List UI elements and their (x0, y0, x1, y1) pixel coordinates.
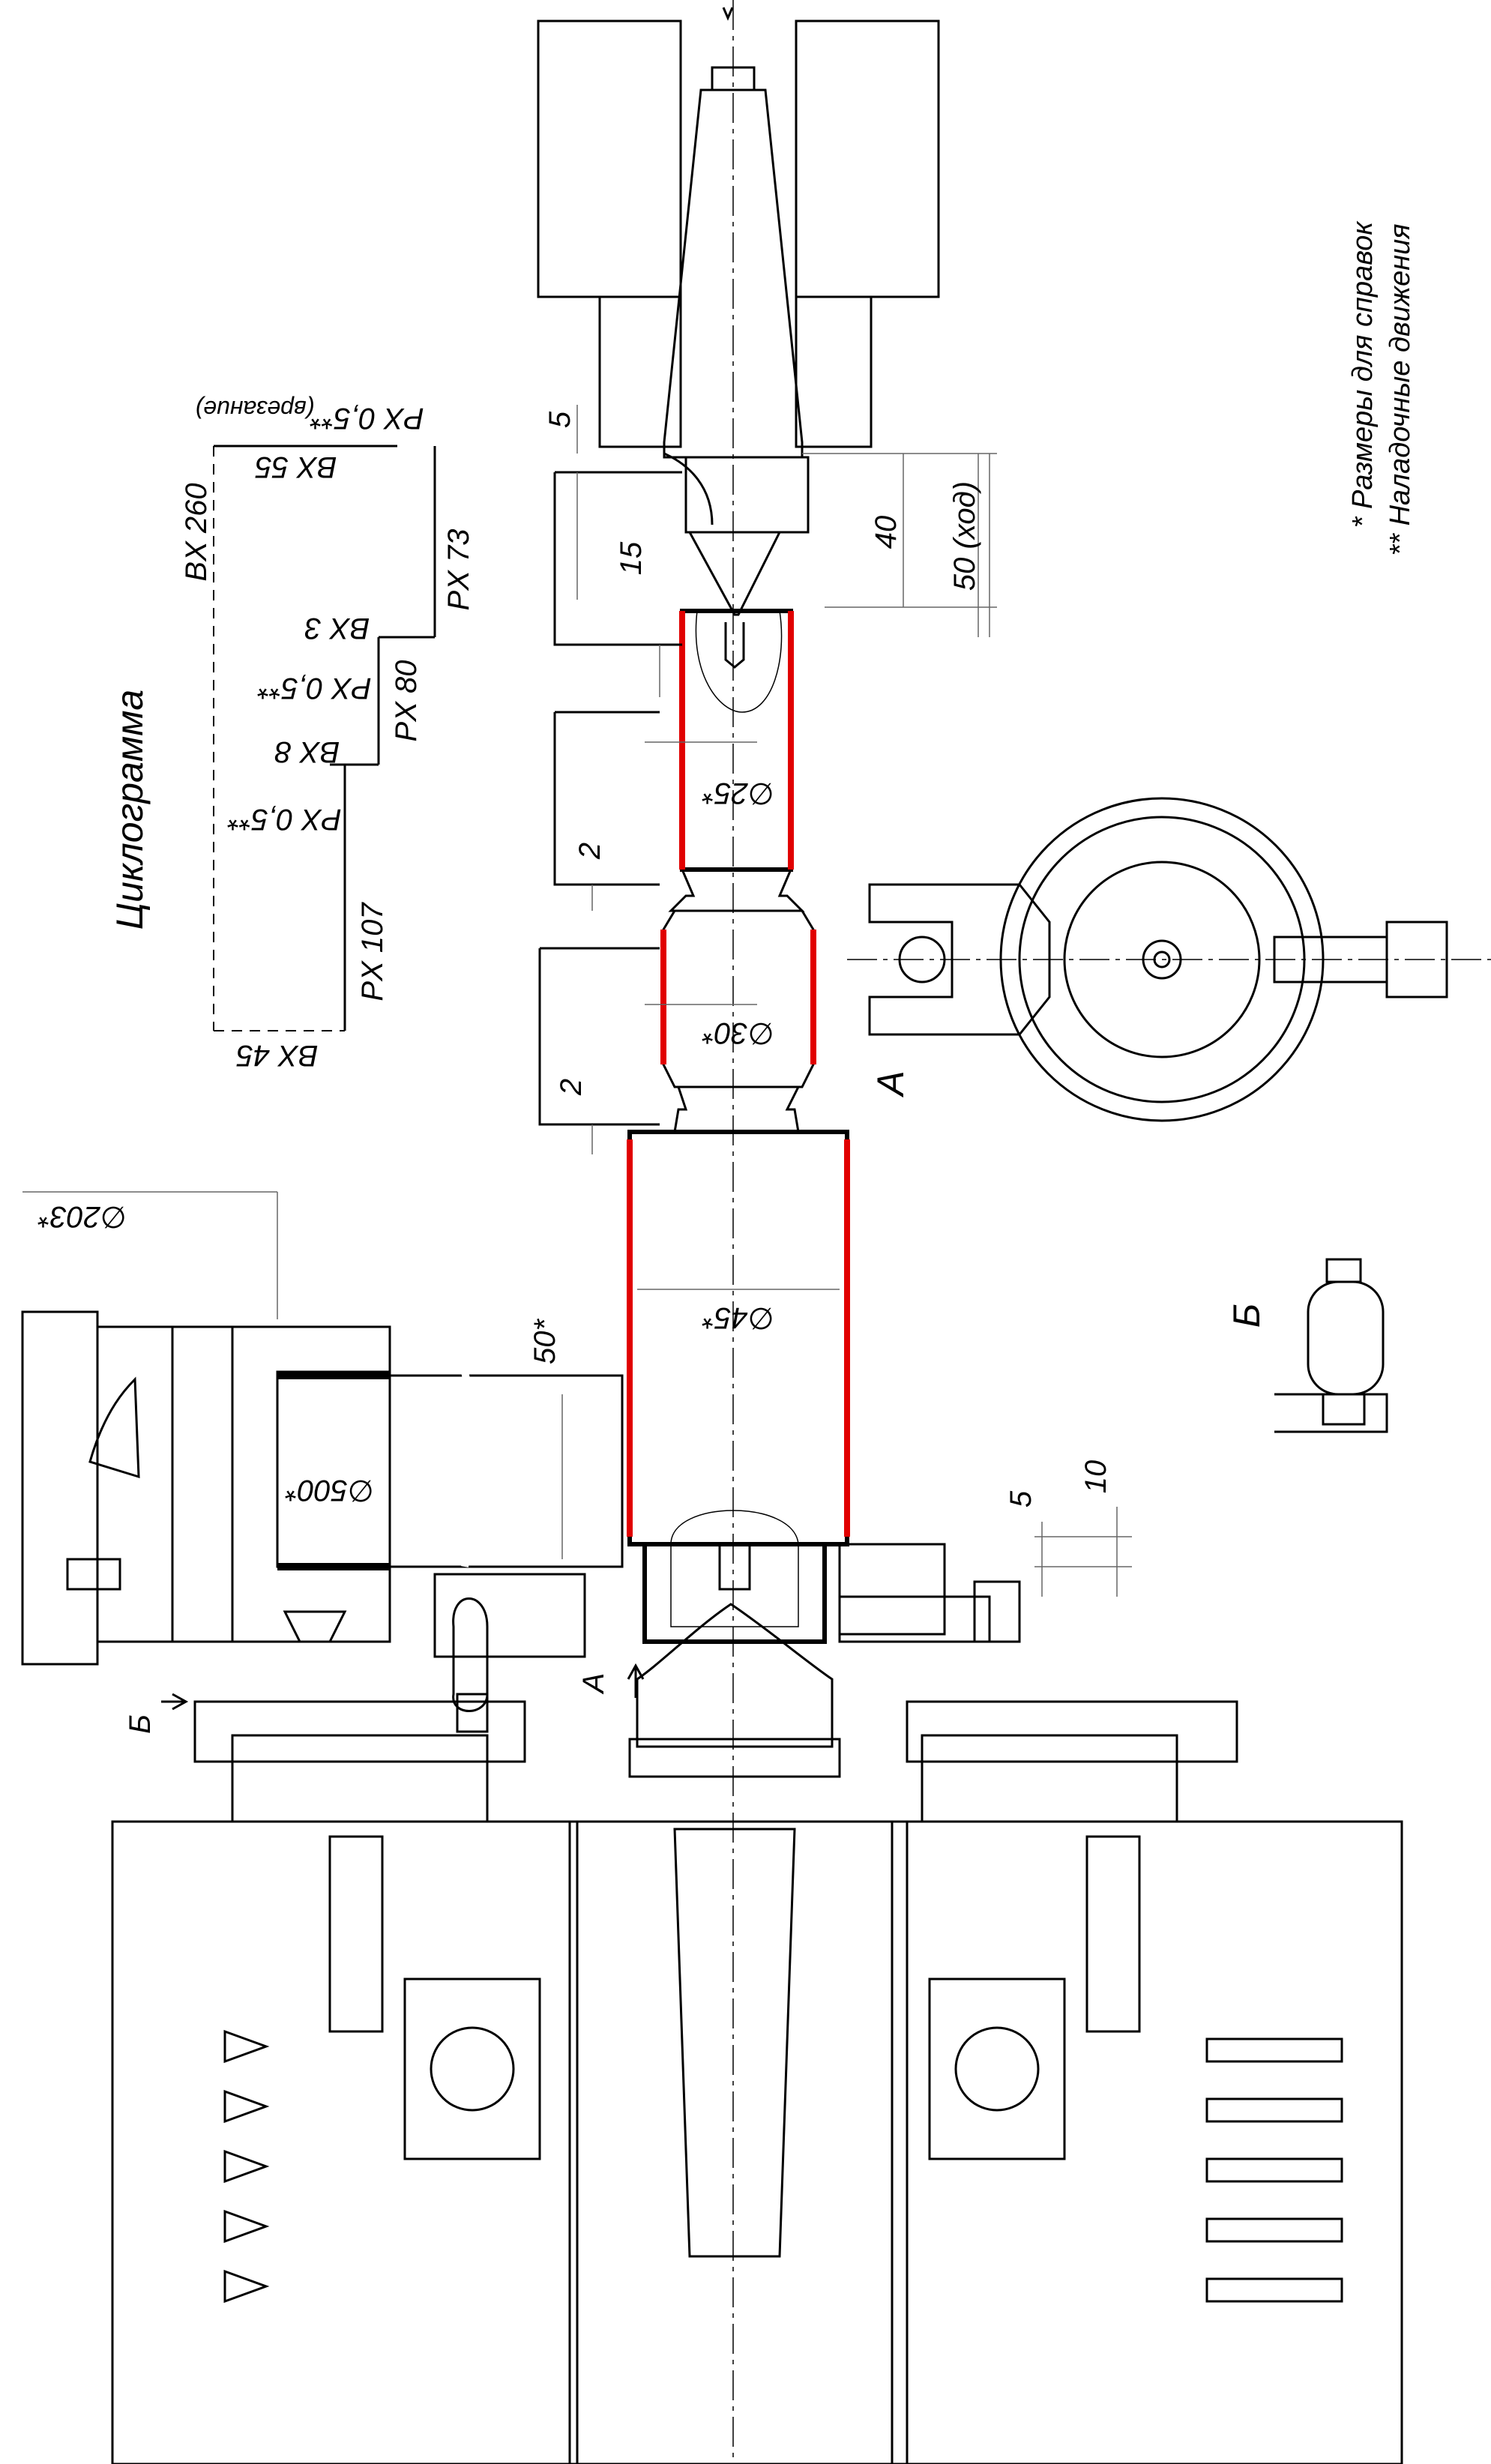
svg-text:А: А (577, 1673, 610, 1695)
dim-d25: ∅25* (702, 777, 774, 810)
dim-stroke50: 50 (ход) (948, 481, 981, 591)
svg-text:** Наладочные движения: ** Наладочные движения (1385, 223, 1416, 555)
dim-w50: 50* (528, 1319, 561, 1364)
svg-text:50 (ход): 50 (ход) (948, 481, 981, 591)
note-reference-dims: * Размеры для справок (1347, 220, 1379, 528)
svg-text:BX 8: BX 8 (274, 735, 340, 768)
dim-s5-top: 5 (543, 411, 576, 428)
dim-s5-bottom: 5 (1004, 1490, 1037, 1507)
wheel-head (21, 1310, 391, 1666)
label-px05-cut: PX 0,5** (310, 402, 424, 435)
cyclogram-title: Циклограмма (109, 690, 151, 930)
svg-text:BX 45: BX 45 (236, 1039, 319, 1072)
svg-text:PX 107: PX 107 (356, 902, 389, 1001)
dim-s10: 10 (1079, 1460, 1112, 1494)
svg-text:* Размеры для справок: * Размеры для справок (1347, 220, 1379, 528)
machined-surfaces-highlight (627, 611, 850, 1537)
label-cut-note: (врезание) (196, 396, 315, 423)
svg-text:50*: 50* (528, 1319, 561, 1364)
label-section-a: А (870, 1070, 912, 1097)
dim-d203: ∅203* (37, 1200, 127, 1233)
clamp-screw-left (433, 1573, 586, 1733)
dim-s15: 15 (615, 541, 648, 575)
svg-text:BX 260: BX 260 (180, 483, 213, 581)
tailstock-housing (537, 7, 940, 448)
svg-text:(врезание): (врезание) (196, 396, 315, 423)
label-px80: PX 80 (390, 660, 423, 742)
label-view-b: Б (1226, 1304, 1268, 1328)
svg-text:10: 10 (1079, 1460, 1112, 1494)
dim-s40: 40 (870, 516, 903, 549)
arrow-a-icon (627, 1663, 645, 1698)
svg-text:∅30*: ∅30* (702, 1016, 774, 1049)
note-setup-moves: ** Наладочные движения (1385, 223, 1416, 555)
dim-d500: ∅500* (285, 1474, 374, 1507)
adjust-screw-right (838, 1543, 1021, 1643)
headstock (111, 1603, 1403, 2464)
label-bx8: BX 8 (274, 735, 340, 768)
svg-text:Б: Б (1226, 1304, 1268, 1328)
svg-text:40: 40 (870, 516, 903, 549)
grinding-wheel (276, 1370, 624, 1570)
svg-text:PX 0,5**: PX 0,5** (227, 803, 342, 836)
svg-text:∅203*: ∅203* (37, 1200, 127, 1233)
svg-text:BX 3: BX 3 (305, 612, 370, 645)
svg-text:А: А (870, 1070, 912, 1097)
view-b-detail (1274, 1258, 1388, 1433)
svg-text:∅25*: ∅25* (702, 777, 774, 810)
svg-text:BX 55: BX 55 (255, 451, 337, 484)
label-px05-c: PX 0,5** (227, 803, 342, 836)
svg-text:∅500*: ∅500* (285, 1474, 374, 1507)
dim-s2-b: 2 (555, 1079, 588, 1096)
svg-text:5: 5 (543, 411, 576, 428)
section-view-a (847, 797, 1491, 1122)
svg-text:2: 2 (555, 1079, 588, 1096)
svg-text:15: 15 (615, 541, 648, 575)
label-bx260: BX 260 (180, 483, 213, 581)
svg-text:PX 73: PX 73 (442, 529, 475, 611)
label-px73: PX 73 (442, 529, 475, 611)
label-bx45: BX 45 (236, 1039, 319, 1072)
svg-text:PX 80: PX 80 (390, 660, 423, 742)
label-px107: PX 107 (356, 902, 389, 1001)
dim-d45: ∅45* (702, 1301, 774, 1334)
svg-text:Б: Б (124, 1714, 157, 1734)
cyclogram-lines (213, 445, 436, 1031)
label-bx3: BX 3 (305, 612, 370, 645)
svg-text:PX 0,5**: PX 0,5** (257, 672, 372, 705)
dim-s2-a: 2 (573, 843, 606, 860)
workpiece (627, 609, 849, 1644)
svg-text:PX 0,5**: PX 0,5** (310, 402, 424, 435)
arrow-b-icon (161, 1693, 189, 1711)
dim-d30: ∅30* (702, 1016, 774, 1049)
svg-text:5: 5 (1004, 1490, 1037, 1507)
svg-text:2: 2 (573, 843, 606, 860)
svg-text:∅45*: ∅45* (702, 1301, 774, 1334)
label-px05-b: PX 0,5** (257, 672, 372, 705)
svg-text:Циклограмма: Циклограмма (109, 690, 151, 930)
tool-blocks (538, 471, 682, 1154)
label-arrow-b: Б (124, 1714, 157, 1734)
label-arrow-a: А (577, 1673, 610, 1695)
label-bx55: BX 55 (255, 451, 337, 484)
tailstock-center (663, 66, 810, 616)
dimension-lines (22, 405, 1132, 1597)
